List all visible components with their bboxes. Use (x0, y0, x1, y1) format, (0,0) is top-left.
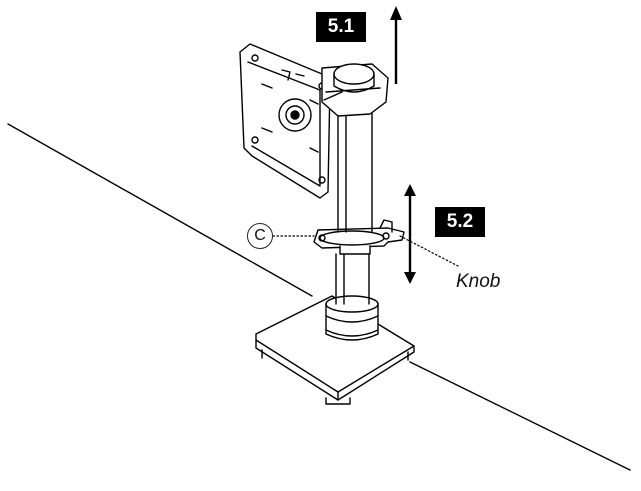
base-collar (325, 295, 379, 341)
lower-pole (335, 253, 370, 305)
step-label-5-2: 5.2 (435, 207, 485, 237)
knob-leader (399, 235, 459, 267)
step-label-5-1: 5.1 (316, 12, 366, 42)
height-clamp (313, 219, 405, 255)
arrow-up-icon (390, 6, 402, 84)
knob-label: Knob (456, 271, 501, 292)
vesa-plate (239, 43, 331, 199)
callout-c: C (247, 223, 273, 249)
arrow-up-down-icon (404, 184, 416, 284)
upper-pole (337, 111, 373, 233)
tilt-head (321, 63, 389, 117)
